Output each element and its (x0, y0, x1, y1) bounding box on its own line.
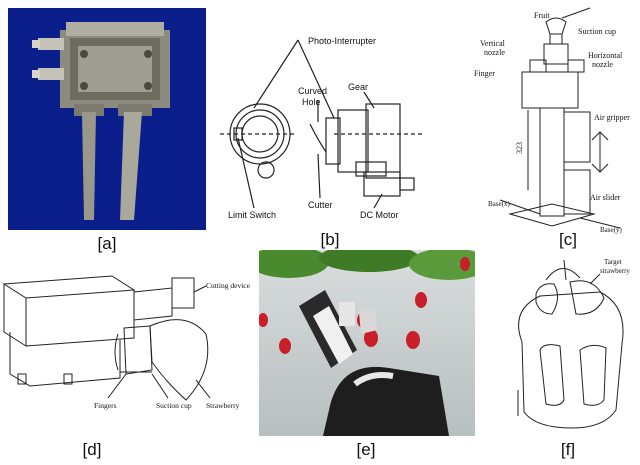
caption-d: [d] (82, 440, 102, 459)
label-axis-x: Base(x) (488, 200, 510, 208)
panel-b-diagram: Photo-Interrupter Curved Hole Gear Limit… (214, 22, 446, 232)
finger-block (521, 71, 579, 109)
target-strawberry-outline (569, 280, 605, 315)
label-curved-hole-2: Hole (302, 97, 321, 107)
gear-housing (325, 117, 341, 165)
cutting-device (171, 277, 195, 309)
label-horizontal-nozzle-1: Horizontal (588, 51, 623, 60)
label-suction-cup-d: Suction cup (156, 401, 192, 410)
caption-e: [e] (356, 440, 376, 459)
panel-c-diagram: Fruit Suction cup Vertical nozzle Horizo… (470, 0, 636, 236)
label-horizontal-nozzle-2: nozzle (592, 60, 613, 69)
strawberry-outline (149, 319, 209, 401)
label-curved-hole-1: Curved (298, 86, 327, 96)
label-suction-cup: Suction cup (578, 27, 616, 36)
label-limit-switch: Limit Switch (228, 210, 276, 220)
label-target-strawberry-2: strawberry (600, 267, 630, 275)
panel-f-diagram: Target strawberry (500, 250, 638, 436)
caption-c: [c] (559, 230, 577, 249)
label-air-slider: Air slider (590, 193, 621, 202)
foliage (249, 244, 489, 280)
label-vertical-nozzle-1: Vertical (480, 39, 506, 48)
panel-d-diagram: Cutting device Fingers Suction cup Straw… (0, 270, 251, 420)
label-cutter: Cutter (308, 200, 333, 210)
cutter-ring-outer (229, 103, 291, 165)
caption-b: [b] (320, 230, 340, 249)
label-air-gripper: Air gripper (594, 113, 630, 122)
label-finger: Finger (474, 69, 495, 78)
label-vertical-nozzle-2: nozzle (484, 48, 505, 57)
caption-a: [a] (97, 234, 117, 253)
label-fruit: Fruit (534, 11, 550, 20)
suction-cup (549, 33, 563, 45)
panel-a-photo (8, 8, 206, 230)
label-fingers: Fingers (94, 401, 117, 410)
fruit-outline (545, 17, 567, 35)
small-gear (257, 161, 275, 179)
gripper-device (32, 22, 170, 220)
caption-f: [f] (560, 440, 576, 459)
label-dc-motor: DC Motor (360, 210, 399, 220)
label-strawberry: Strawberry (206, 401, 240, 410)
label-photo-interrupter: Photo-Interrupter (308, 36, 376, 46)
label-cutting-device: Cutting device (206, 281, 250, 290)
label-target-strawberry-1: Target (604, 258, 622, 266)
label-axis-y: Base(y) (600, 226, 622, 234)
label-gear: Gear (348, 82, 368, 92)
panel-e-photo (249, 244, 489, 436)
harvest-robot (299, 290, 449, 436)
label-dimension: 323 (515, 142, 524, 154)
motor-box-top (2, 275, 136, 299)
end-effector-outline (518, 291, 624, 429)
